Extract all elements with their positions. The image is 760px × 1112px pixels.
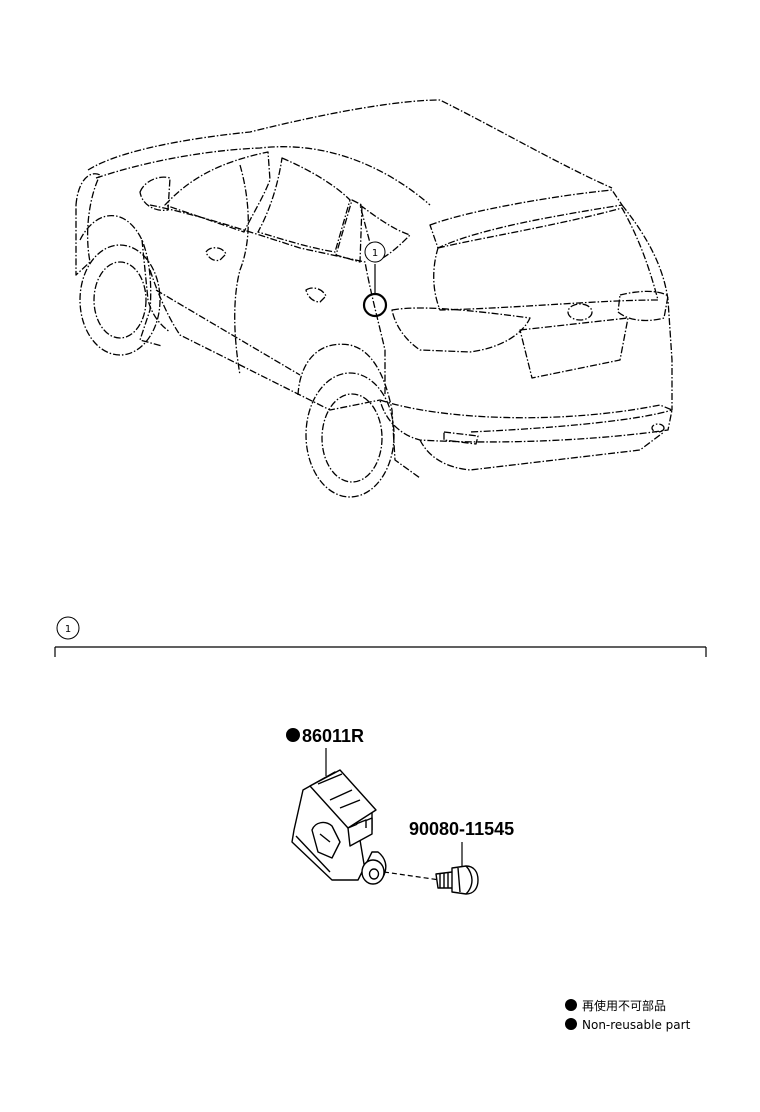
svg-text:1: 1 <box>372 248 378 259</box>
assembly-axis <box>383 871 441 881</box>
legend: 再使用不可部品 Non-reusable part <box>565 998 691 1032</box>
part-label-86011r[interactable]: 86011R <box>286 726 364 746</box>
legend-marker-jp <box>565 999 577 1011</box>
svg-text:Non-reusable part: Non-reusable part <box>582 1018 691 1032</box>
svg-text:86011R: 86011R <box>302 726 364 746</box>
non-reusable-marker <box>286 728 300 742</box>
section-callout: 1 <box>56 616 80 640</box>
part-label-90080-11545[interactable]: 90080-11545 <box>409 819 514 839</box>
vehicle-illustration <box>75 99 673 498</box>
svg-text:1: 1 <box>65 624 71 635</box>
sensor-component <box>291 769 387 885</box>
vehicle-callout: 1 <box>364 241 386 263</box>
location-marker <box>362 292 388 318</box>
svg-text:再使用不可部品: 再使用不可部品 <box>582 998 666 1013</box>
section-bracket <box>54 646 707 657</box>
svg-text:90080-11545: 90080-11545 <box>409 819 514 839</box>
bolt-component <box>435 865 479 895</box>
legend-marker-en <box>565 1018 577 1030</box>
